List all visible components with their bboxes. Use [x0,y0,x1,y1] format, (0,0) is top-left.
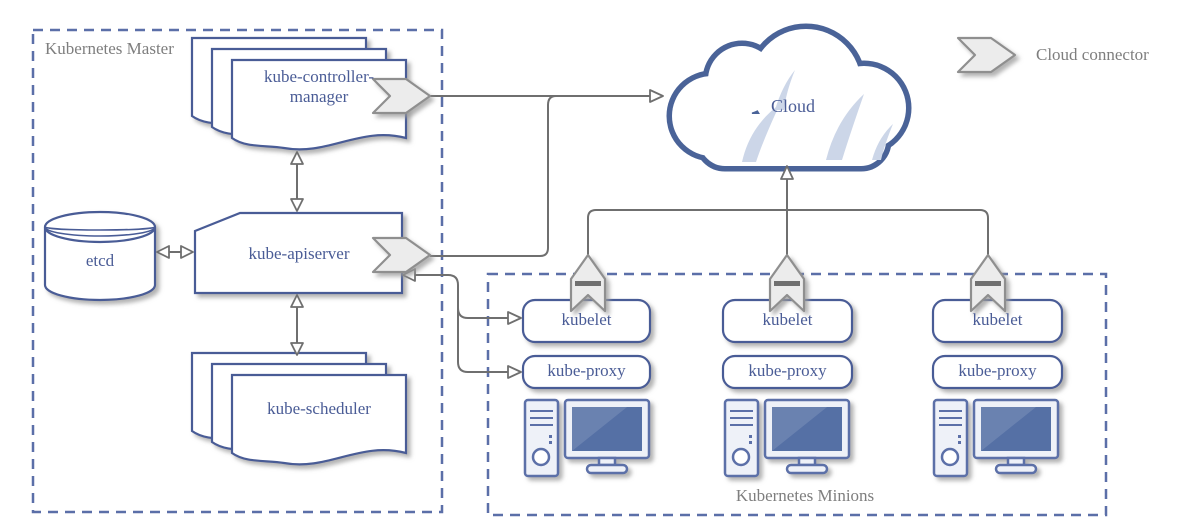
kubelet-label-3: kubelet [972,310,1023,329]
node-computer-icon-2 [723,398,851,478]
controller-manager-label-line1: kube-controller- [263,67,375,86]
kube-proxy-label-3: kube-proxy [958,361,1037,380]
kube-proxy-label-2: kube-proxy [748,361,827,380]
apiserver-label: kube-apiserver [248,244,350,263]
kubelet-box-2 [721,298,854,344]
arrowheads [156,89,794,379]
minions-title: Kubernetes Minions [735,486,875,505]
arrow-apiserver-to-node [414,274,508,373]
master-title: Kubernetes Master [45,39,174,58]
node-computer-icon-1 [523,398,651,478]
controller-manager-label-line2: manager [289,87,349,106]
node-computer-icon-3 [932,398,1060,478]
cloud-shape [672,29,906,166]
controller-manager-label: kube-controller-manager [243,67,395,107]
legend-cloud-connector-icon [956,36,1017,74]
etcd-cylinder [43,210,157,302]
etcd-label: etcd [85,251,115,270]
legend-label: Cloud connector [1036,45,1149,64]
kube-proxy-box-3 [931,354,1064,390]
master-border [31,28,444,514]
cloud-sheen [742,104,780,162]
cloud-label: Cloud [770,96,815,116]
kubelet-box-1 [521,298,652,344]
cloud-sheen [775,70,795,110]
kubelet-label-2: kubelet [762,310,813,329]
arrow-minions-to-cloud [587,179,989,255]
kube-proxy-box-1 [521,354,652,390]
kube-proxy-box-2 [721,354,854,390]
scheduler-label: kube-scheduler [267,399,371,418]
kube-proxy-label-1: kube-proxy [547,361,626,380]
kubelet-label-1: kubelet [561,310,612,329]
cloud-sheen [872,124,893,160]
arrow-apiserver-to-cloud [430,95,557,257]
cloud-sheen [826,94,864,160]
